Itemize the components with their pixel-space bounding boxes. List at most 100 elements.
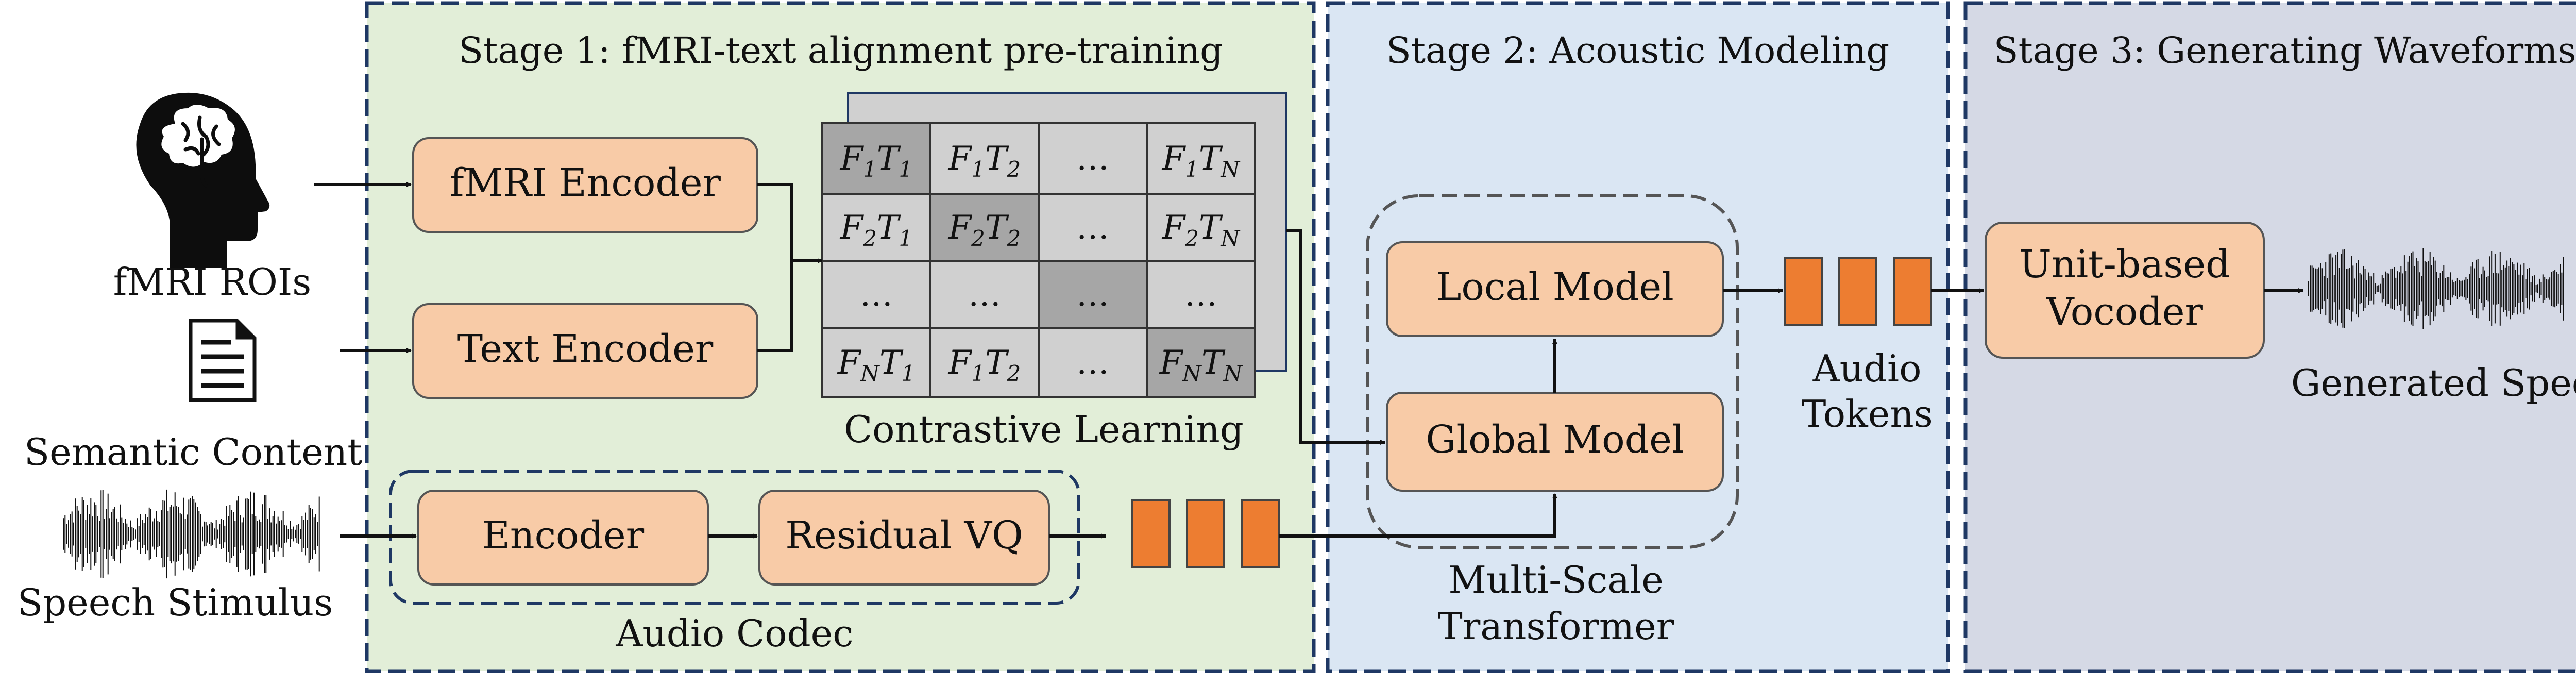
matrix-cell-text: …: [1184, 276, 1217, 314]
waveform-bar: [85, 520, 87, 548]
waveform-bar: [157, 521, 159, 547]
audio-tokens: [1784, 257, 1932, 326]
waveform-bar: [2320, 263, 2321, 314]
waveform-bar: [250, 491, 251, 577]
waveform-bar: [2460, 280, 2462, 297]
waveform-bar: [300, 529, 301, 539]
waveform-bar: [126, 523, 128, 545]
matrix-cell: [1146, 327, 1256, 398]
waveform-bar: [123, 523, 124, 545]
stage-2-title: Stage 2: Acoustic Modeling: [1386, 29, 1889, 72]
waveform-bar: [2400, 266, 2402, 311]
waveform-bar: [169, 507, 171, 561]
waveform-bar: [2525, 279, 2527, 298]
waveform-bar: [2554, 270, 2556, 308]
waveform-bar: [2520, 264, 2521, 313]
waveform-bar: [2487, 276, 2489, 302]
text-encoder-box: Text Encoder: [412, 303, 758, 399]
waveform-bar: [303, 520, 304, 548]
waveform-bar: [2313, 267, 2314, 310]
waveform-bar: [102, 490, 104, 578]
waveform-bar: [140, 514, 141, 554]
matrix-cell: [821, 260, 931, 329]
waveform-bar: [2335, 255, 2337, 323]
waveform-bar: [2369, 276, 2371, 301]
waveform-bar: [2510, 258, 2511, 320]
waveform-bar: [298, 524, 299, 544]
waveform-bar: [2465, 277, 2467, 300]
generated-waveform-icon: [2308, 248, 2564, 329]
waveform-bar: [313, 517, 315, 550]
vocoder-box: Unit-based Vocoder: [1985, 222, 2265, 359]
waveform-bar: [68, 520, 69, 548]
waveform-bar: [2363, 266, 2364, 311]
waveform-bar: [63, 518, 64, 550]
waveform-bar: [2308, 281, 2309, 296]
residual-vq-box: Residual VQ: [758, 490, 1050, 586]
waveform-bar: [2494, 254, 2496, 324]
waveform-bar: [2414, 266, 2415, 311]
waveform-bar: [2529, 268, 2530, 310]
matrix-cell-text: F2T1: [840, 209, 913, 251]
matrix-cell: [821, 327, 931, 398]
audio-token-3: [1893, 257, 1932, 326]
waveform-bar: [142, 520, 143, 548]
audio-token-1: [1784, 257, 1823, 326]
waveform-bar: [2392, 268, 2393, 309]
waveform-bar: [2551, 272, 2552, 306]
waveform-bar: [75, 498, 76, 570]
waveform-bar: [181, 514, 182, 554]
waveform-bar: [97, 516, 98, 552]
waveform-bar: [2527, 269, 2528, 309]
waveform-bar: [301, 516, 303, 552]
waveform-bar: [94, 502, 95, 566]
waveform-bar: [210, 522, 212, 546]
waveform-bar: [2512, 262, 2513, 315]
waveform-bar: [212, 523, 213, 545]
waveform-bar: [2451, 279, 2453, 298]
stage-1-title: Stage 1: fMRI-text alignment pre-trainin…: [459, 29, 1223, 72]
waveform-bar: [2428, 261, 2429, 316]
arrow-matrix-to-global: [1286, 229, 1385, 445]
contrastive-learning-label: Contrastive Learning: [844, 408, 1244, 451]
matrix-cell-text: FNTN: [1159, 344, 1243, 386]
waveform-bar: [234, 521, 236, 547]
matrix-cell-text: …: [1076, 276, 1109, 314]
local-model-label: Local Model: [1436, 265, 1674, 309]
waveform-bar: [2421, 276, 2422, 302]
waveform-bar: [188, 499, 190, 569]
waveform-bar: [2459, 280, 2460, 297]
waveform-bar: [290, 521, 291, 547]
waveform-bar: [2395, 277, 2397, 300]
waveform-bar: [308, 505, 310, 563]
waveform-bar: [245, 498, 246, 570]
vocoder-label-line2: Vocoder: [2046, 290, 2203, 334]
waveform-bar: [2474, 268, 2475, 309]
waveform-bar: [219, 524, 221, 544]
waveform-bar: [2552, 271, 2554, 307]
waveform-bar: [176, 506, 177, 562]
waveform-bar: [282, 511, 284, 557]
codec-token-1: [1131, 499, 1171, 568]
head-brain-icon: [136, 92, 270, 268]
multiscale-transformer-outline: [1366, 194, 1739, 549]
waveform-bar: [111, 512, 112, 556]
waveform-bar: [217, 529, 218, 539]
waveform-bar: [135, 529, 136, 539]
waveform-bar: [255, 516, 257, 552]
waveform-bar: [137, 518, 138, 550]
waveform-bar: [2547, 279, 2549, 298]
waveform-bar: [2316, 269, 2318, 309]
waveform-bar: [279, 521, 280, 547]
waveform-bar: [184, 519, 186, 549]
waveform-bar: [2371, 276, 2372, 301]
waveform-bar: [171, 505, 172, 564]
waveform-bar: [214, 528, 215, 540]
waveform-bar: [287, 529, 289, 539]
waveform-bar: [193, 499, 195, 570]
waveform-bar: [150, 509, 151, 559]
waveform-bar: [2327, 278, 2328, 299]
waveform-bar: [2486, 277, 2487, 300]
waveform-bar: [2523, 263, 2525, 314]
waveform-bar: [202, 526, 203, 542]
